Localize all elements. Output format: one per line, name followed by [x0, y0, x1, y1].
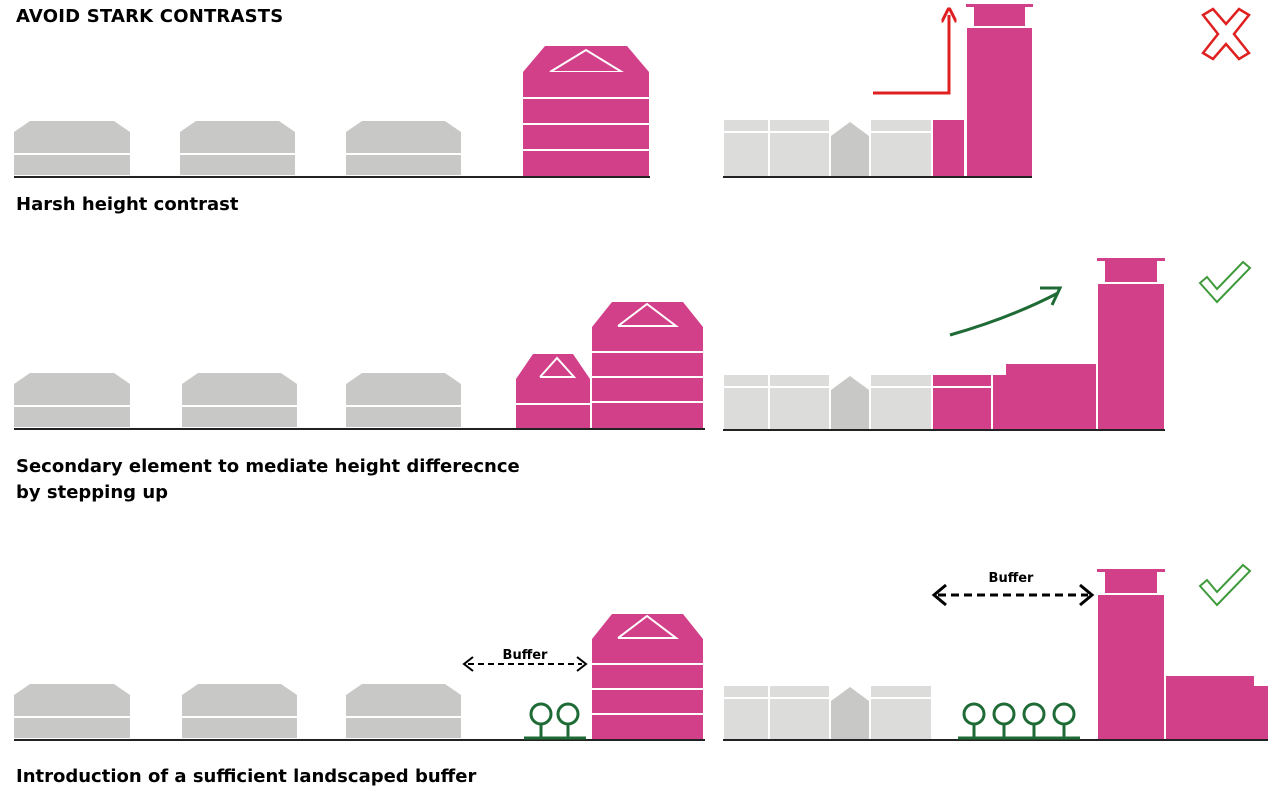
tree-row-right: [958, 702, 1080, 740]
new-tower: [933, 4, 1033, 176]
new-building-tall: [592, 614, 703, 739]
existing-house: [346, 373, 461, 427]
green-check-icon: [1198, 260, 1252, 304]
caption-line-1: Secondary element to mediate height diff…: [16, 456, 520, 477]
buffer-arrow-right: Buffer: [931, 571, 1095, 607]
tree-icon: [556, 702, 580, 726]
existing-terrace: [724, 120, 931, 176]
caption-harsh-height-contrast: Harsh height contrast: [16, 194, 239, 215]
tree-row-left: [524, 702, 586, 740]
existing-house: [14, 684, 130, 738]
caption-line-2: by stepping up: [16, 482, 169, 503]
existing-house: [182, 373, 297, 427]
existing-terrace: [724, 375, 931, 429]
red-cross-icon: [1201, 7, 1251, 61]
tree-icon: [962, 702, 986, 726]
buffer-label: Buffer: [989, 571, 1035, 586]
new-building-secondary: [516, 354, 590, 428]
existing-house: [14, 373, 130, 427]
existing-house: [346, 684, 461, 738]
abrupt-step-arrow: [873, 15, 949, 95]
new-building-tall: [592, 302, 703, 428]
existing-house: [346, 121, 461, 175]
row-3-streetscape-right: Buffer: [723, 569, 1268, 741]
gradual-step-arrow: [949, 291, 1059, 337]
new-building-tall: [523, 46, 649, 176]
existing-house: [14, 121, 130, 175]
tree-icon: [1052, 702, 1076, 726]
buffer-label: Buffer: [503, 648, 549, 663]
page-title: AVOID STARK CONTRASTS: [16, 6, 284, 27]
gradual-step-arrowhead: [1040, 286, 1063, 306]
tree-icon: [1022, 702, 1046, 726]
tree-icon: [992, 702, 1016, 726]
row-2-streetscape-left: [14, 302, 705, 430]
row-2-streetscape-right: [723, 258, 1165, 431]
tree-icon: [529, 702, 553, 726]
existing-house: [182, 684, 297, 738]
green-check-icon: [1198, 563, 1252, 607]
buffer-arrow-left: Buffer: [462, 648, 588, 672]
caption-secondary-element: Secondary element to mediate height diff…: [16, 454, 636, 506]
existing-terrace: [724, 686, 931, 739]
existing-house: [180, 121, 295, 175]
row-1-streetscape-left: [14, 46, 650, 178]
new-tower-with-wing: [1097, 569, 1268, 739]
caption-landscaped-buffer: Introduction of a sufficient landscaped …: [16, 766, 477, 787]
row-1-streetscape-right: [723, 4, 1033, 178]
new-stepped-buildings: [933, 258, 1165, 429]
row-3-streetscape-left: Buffer: [14, 614, 705, 741]
